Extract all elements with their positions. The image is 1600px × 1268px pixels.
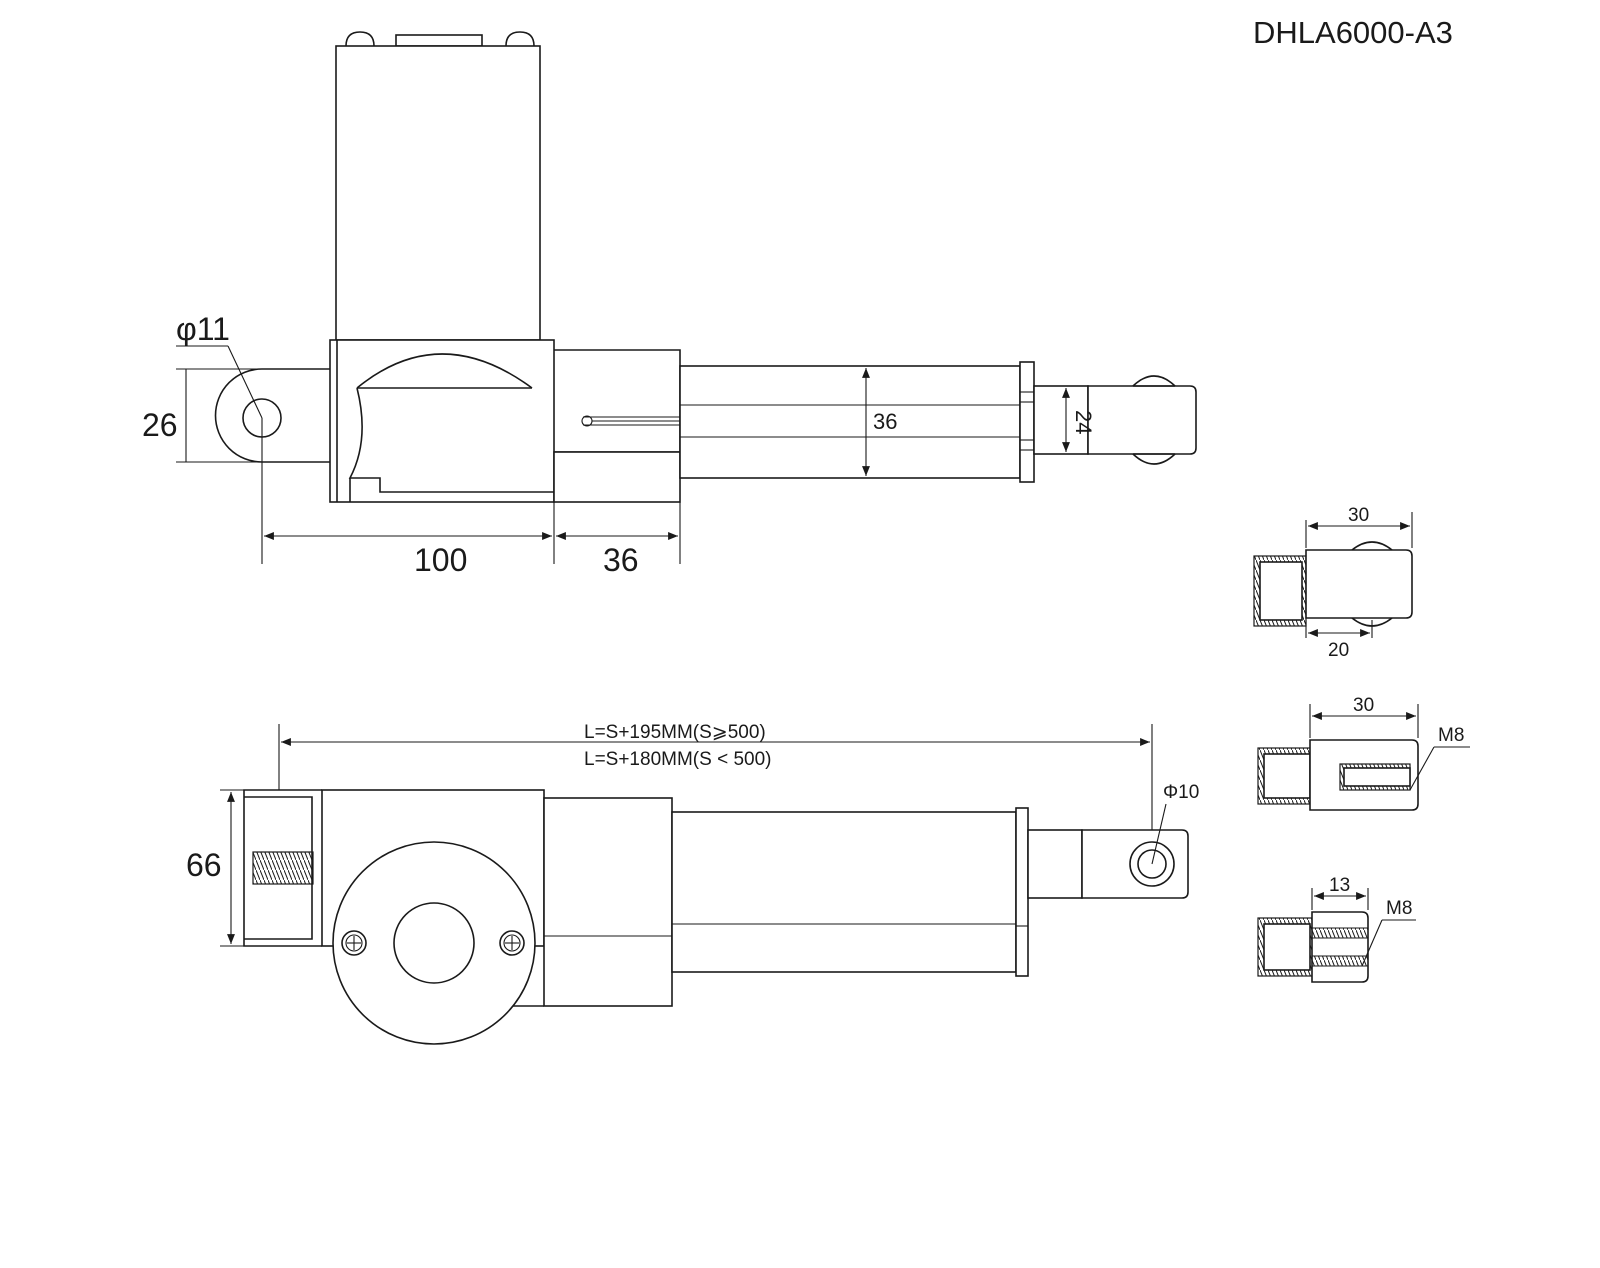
dim-tube-dia: 36 — [873, 409, 897, 434]
top-dimensions: φ11 26 36 24 100 36 — [142, 311, 1096, 578]
dim-side-height: 66 — [186, 847, 222, 883]
end-option-clevis: 30 20 — [1253, 505, 1413, 661]
side-gearbox — [321, 789, 673, 1045]
length-formula-2: L=S+180MM(S < 500) — [584, 749, 771, 770]
dim-length-36: 36 — [603, 542, 639, 578]
dim-length-100: 100 — [414, 542, 467, 578]
rear-clevis — [214, 368, 330, 463]
gearbox — [329, 339, 555, 503]
end-option-nut: 13 M8 — [1257, 875, 1416, 983]
opt1-slot: 20 — [1328, 640, 1349, 661]
outer-tube — [553, 349, 1035, 503]
opt2-width: 30 — [1353, 695, 1374, 716]
screw-right-icon — [499, 930, 525, 956]
motor-hub — [393, 902, 475, 984]
opt1-width: 30 — [1348, 505, 1369, 526]
dim-rod-hole: Φ10 — [1163, 782, 1199, 803]
end-option-female-thread: 30 M8 — [1257, 695, 1470, 811]
dim-rod-dia: 24 — [1071, 410, 1096, 434]
drawing-title: DHLA6000-A3 — [1253, 15, 1453, 50]
dim-clevis-height: 26 — [142, 407, 178, 443]
screw-left-icon — [341, 930, 367, 956]
side-tube — [671, 807, 1029, 977]
dim-pin-diameter: φ11 — [176, 311, 230, 347]
rear-mount: 66 — [186, 789, 322, 947]
motor-housing — [335, 31, 541, 341]
length-formula-1: L=S+195MM(S⩾500) — [584, 722, 766, 743]
side-rod-end: Φ10 — [1027, 782, 1199, 899]
side-view: L=S+195MM(S⩾500) L=S+180MM(S < 500) 66 — [186, 722, 1199, 1045]
motor-end-circle — [332, 841, 536, 1045]
opt3-thread: M8 — [1386, 898, 1412, 919]
rod-end — [1033, 375, 1197, 465]
opt3-width: 13 — [1329, 875, 1350, 896]
top-view: φ11 26 36 24 100 36 — [142, 31, 1197, 578]
opt2-thread: M8 — [1438, 725, 1464, 746]
